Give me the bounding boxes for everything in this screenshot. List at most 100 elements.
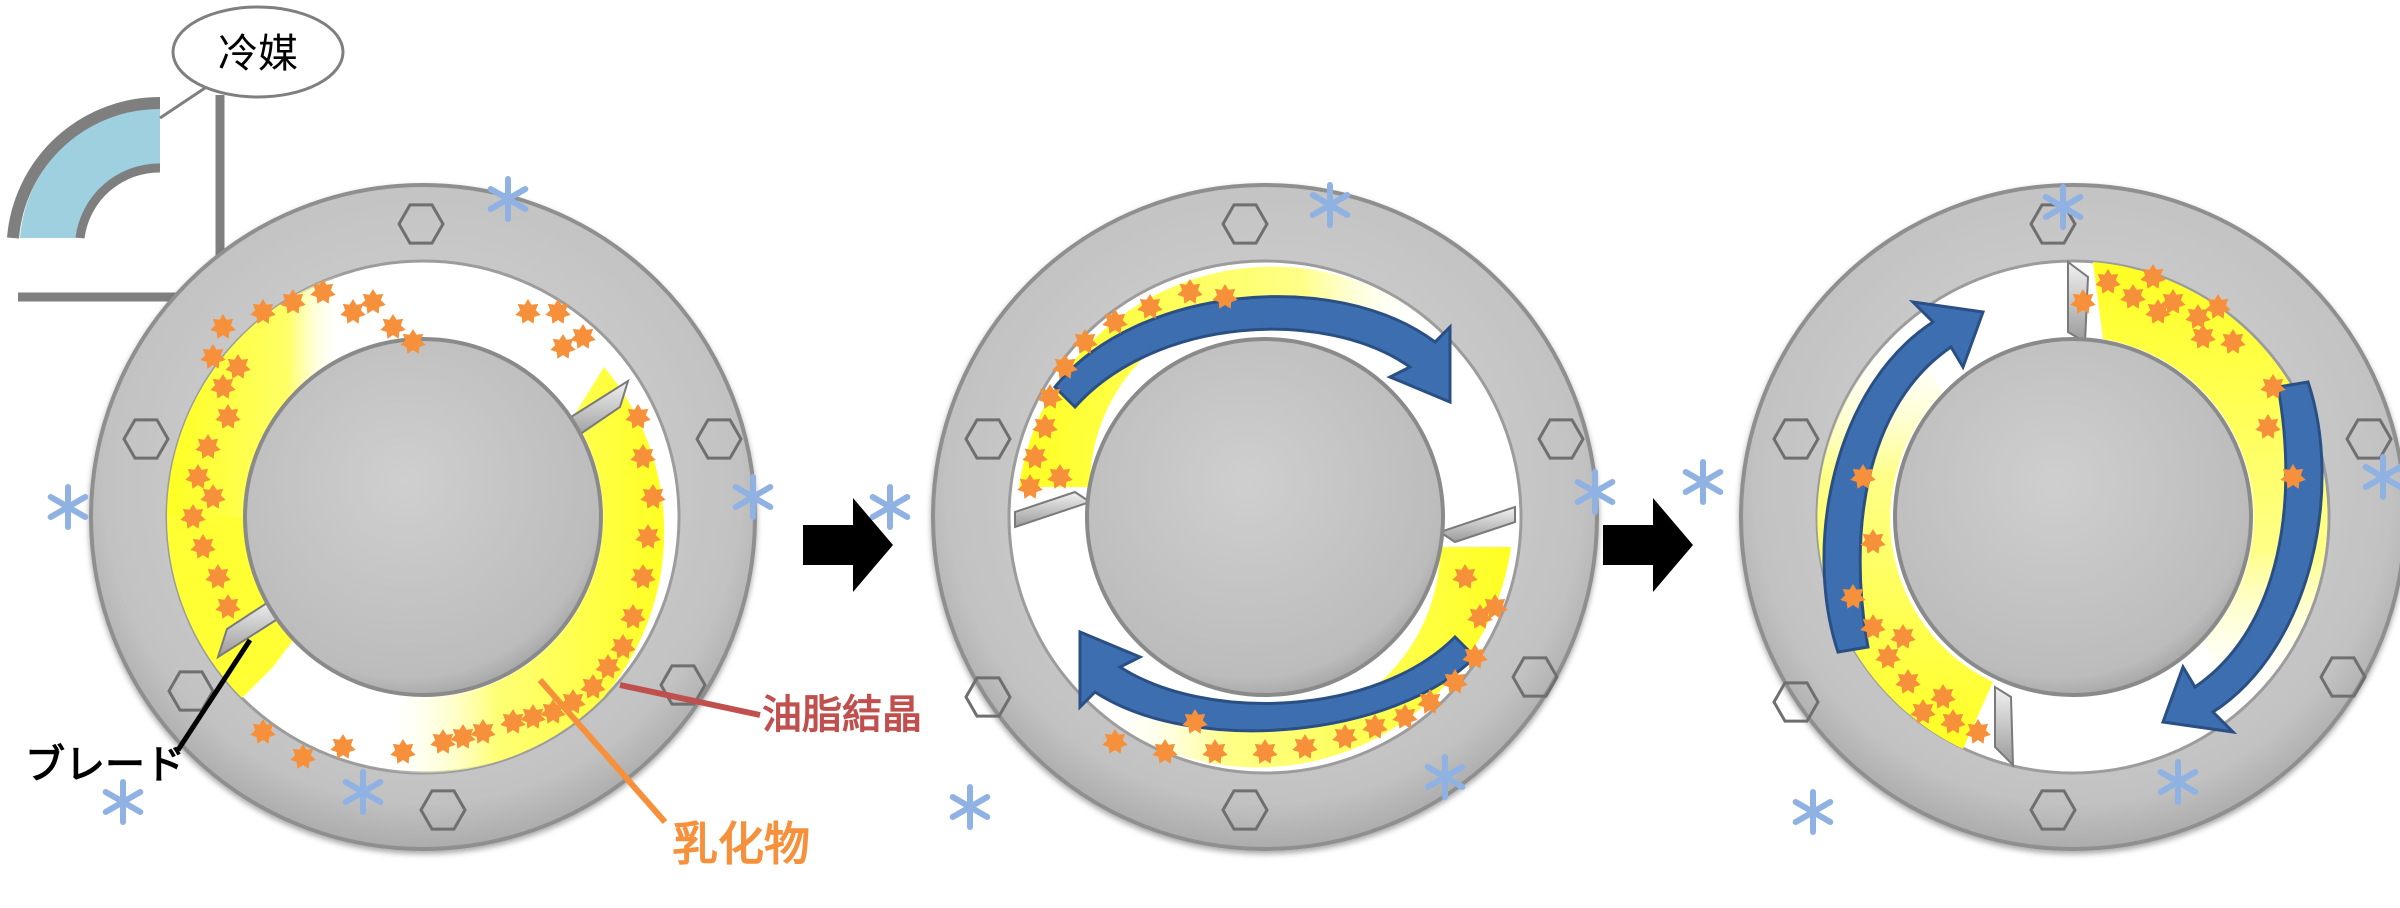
fat-crystal-icon xyxy=(215,404,241,429)
fat-crystal-icon xyxy=(1292,734,1318,759)
fat-crystal-icon xyxy=(1840,584,1866,609)
snowflake-icon xyxy=(1309,182,1351,228)
fat-crystal-icon xyxy=(1202,739,1228,764)
hexagon-nut-icon xyxy=(964,418,1012,460)
hexagon-nut-icon xyxy=(1772,418,1820,460)
emulsion-label: 乳化物 xyxy=(672,817,810,871)
fat-crystal-icon xyxy=(330,734,356,759)
fat-crystal-icon xyxy=(2185,304,2211,329)
fat-crystal-icon xyxy=(450,724,476,749)
fat-crystal-icon xyxy=(2120,284,2146,309)
snowflake-icon xyxy=(2042,184,2084,230)
fat-crystal-icon xyxy=(2255,414,2281,439)
fat-crystal-icon xyxy=(635,524,661,549)
emulsion-region-left xyxy=(166,264,387,517)
hexagon-nut-icon xyxy=(1772,681,1820,723)
fat-crystal-icon xyxy=(560,689,586,714)
fat-crystal-icon xyxy=(1462,644,1488,669)
fat-crystal-icon xyxy=(250,719,276,744)
fat-crystal-icon xyxy=(1072,329,1098,354)
hexagon-nut-icon xyxy=(2029,789,2077,831)
snowflake-icon xyxy=(487,176,529,222)
fat-crystal-icon xyxy=(1362,714,1388,739)
hexagon-nut-icon xyxy=(419,789,467,831)
fat-crystal-icon xyxy=(195,434,221,459)
panel-stage-3 xyxy=(1682,183,2400,851)
emulsion-region-right xyxy=(383,367,665,773)
fat-crystal-icon xyxy=(1102,309,1128,334)
fat-crystal-icon xyxy=(205,564,231,589)
frost-snowflakes xyxy=(1682,184,2400,835)
fat-crystal-icon xyxy=(520,704,546,729)
refrigerant-pipe-inner-wall xyxy=(75,163,161,239)
fat-crystal-icon xyxy=(190,534,216,559)
hex-nuts xyxy=(964,203,1585,831)
fat-crystal-icon xyxy=(625,404,651,429)
snowflake-icon xyxy=(1682,459,1724,505)
fat-crystal-icon xyxy=(1017,474,1043,499)
fat-crystal-icon xyxy=(1137,294,1163,319)
fat-crystal-icon xyxy=(1860,529,1886,554)
fat-crystal-icon xyxy=(210,374,236,399)
fat-crystal-icon xyxy=(500,709,526,734)
fat-crystal-icon xyxy=(2070,289,2096,314)
snowflake-icon xyxy=(47,484,89,530)
fat-crystal-icon xyxy=(1965,719,1991,744)
fat-crystal-icon xyxy=(1850,464,1876,489)
fat-crystal-icon xyxy=(200,484,226,509)
fat-crystal-icon xyxy=(185,464,211,489)
fat-crystal-icon xyxy=(2095,269,2121,294)
fat-crystal-icon xyxy=(1895,669,1921,694)
hexagon-nut-icon xyxy=(2319,656,2367,698)
blade-bottom xyxy=(1994,685,2015,768)
flow-arrow-upper xyxy=(1052,295,1452,410)
snowflake-icon xyxy=(2157,759,2199,805)
fat-crystal-icon xyxy=(1212,284,1238,309)
fat-crystal-icon xyxy=(545,299,571,324)
step-arrow-icon xyxy=(1603,498,1693,592)
fat-crystal-icon xyxy=(2260,374,2286,399)
fat-crystal-icon xyxy=(400,329,426,354)
hexagon-nut-icon xyxy=(1511,656,1559,698)
fat-crystal-icon xyxy=(640,484,666,509)
fat-crystal-icon xyxy=(290,744,316,769)
fat-crystal-icon xyxy=(1252,739,1278,764)
snowflake-icon xyxy=(102,779,144,825)
snowflake-icon xyxy=(732,474,774,520)
fat-crystal-leader-line xyxy=(619,682,761,718)
fat-crystal-icon xyxy=(610,634,636,659)
frost-snowflakes xyxy=(869,182,1616,830)
refrigerant-label: 冷媒 xyxy=(218,31,298,77)
fat-crystal-icon xyxy=(1417,689,1443,714)
flow-arrow-right xyxy=(2160,380,2324,735)
callout-bubble xyxy=(171,5,345,99)
fat-crystal-icon xyxy=(390,739,416,764)
fat-crystal-icon xyxy=(570,324,596,349)
fat-crystal-icon xyxy=(360,289,386,314)
fat-crystal-icon xyxy=(180,504,206,529)
fat-crystal-icon xyxy=(2220,329,2246,354)
fat-crystal-icon xyxy=(515,299,541,324)
frost-snowflakes xyxy=(47,176,774,825)
fat-crystal-cluster xyxy=(1840,264,2306,744)
fat-crystal-icon xyxy=(1442,669,1468,694)
fat-crystal-icon xyxy=(380,314,406,339)
refrigerant-pipe-outer-wall xyxy=(7,96,161,239)
fat-crystal-icon xyxy=(1875,644,1901,669)
fat-crystal-icon xyxy=(2140,264,2166,289)
hexagon-nut-icon xyxy=(122,418,170,460)
panel-stage-2 xyxy=(869,182,1616,851)
fat-crystal-icon xyxy=(1482,594,1508,619)
emulsion-leader-line xyxy=(537,678,668,824)
fat-crystal-icon xyxy=(1910,699,1936,724)
hexagon-nut-icon xyxy=(659,664,707,706)
fat-crystal-icon xyxy=(1452,564,1478,589)
fat-crystal-icon xyxy=(2145,299,2171,324)
snowflake-icon xyxy=(342,769,384,815)
fat-crystal-icon xyxy=(2190,324,2216,349)
fat-crystal-icon xyxy=(250,299,276,324)
fat-crystal-icon xyxy=(630,564,656,589)
hexagon-nut-icon xyxy=(1221,789,1269,831)
callout-pointer xyxy=(159,86,206,120)
